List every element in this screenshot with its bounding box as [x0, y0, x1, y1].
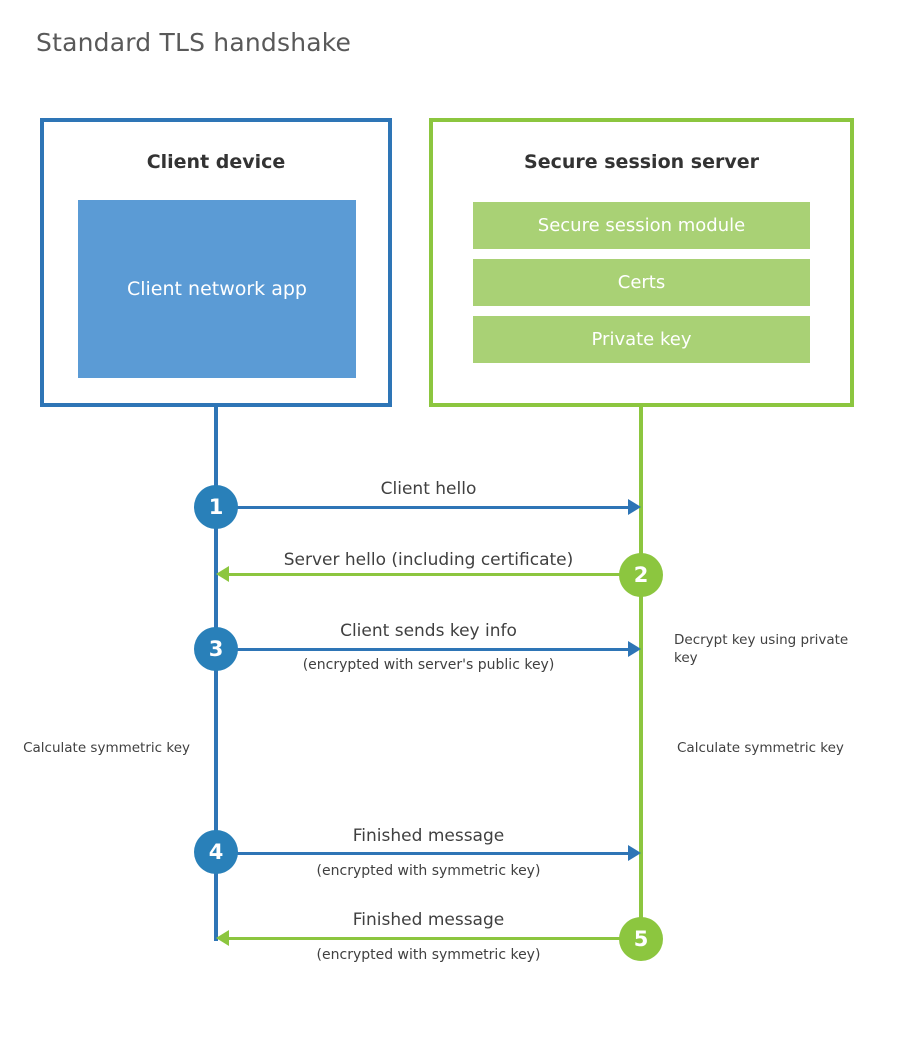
note-decrypt-key: Decrypt key using private key [674, 632, 849, 666]
client-network-app-box: Client network app [78, 200, 356, 378]
step-1-arrow-line [216, 506, 628, 509]
step-5-arrow-line [229, 937, 641, 940]
step-4-arrow-head-icon [628, 845, 641, 861]
note-calculate-symmetric-key-server: Calculate symmetric key [677, 740, 844, 756]
step-4-label: Finished message [352, 826, 505, 846]
client-device-box: Client device Client network app [40, 118, 392, 407]
step-3-arrow-line [216, 648, 628, 651]
step-marker-5[interactable]: 5 [619, 917, 663, 961]
step-2-label: Server hello (including certificate) [283, 550, 574, 570]
step-marker-2[interactable]: 2 [619, 553, 663, 597]
step-1-arrow-head-icon [628, 499, 641, 515]
server-module-secure-session-module: Secure session module [473, 202, 810, 249]
step-4-sublabel: (encrypted with symmetric key) [316, 863, 541, 879]
step-2-arrow-head-icon [216, 566, 229, 582]
client-lifeline [214, 404, 218, 941]
client-device-title: Client device [146, 151, 286, 173]
step-3-arrow-head-icon [628, 641, 641, 657]
server-lifeline [639, 404, 643, 941]
step-2-arrow-line [229, 573, 641, 576]
secure-session-server-title: Secure session server [524, 151, 759, 173]
step-4-arrow-line [216, 852, 628, 855]
note-calculate-symmetric-key-client: Calculate symmetric key [23, 740, 190, 756]
step-3-label: Client sends key info [340, 621, 517, 641]
step-1-label: Client hello [380, 479, 477, 499]
step-3-sublabel: (encrypted with server's public key) [302, 657, 555, 673]
server-module-private-key: Private key [473, 316, 810, 363]
server-module-certs: Certs [473, 259, 810, 306]
step-5-sublabel: (encrypted with symmetric key) [316, 947, 541, 963]
page-title: Standard TLS handshake [36, 28, 352, 57]
step-5-arrow-head-icon [216, 930, 229, 946]
step-5-label: Finished message [352, 910, 505, 930]
secure-session-server-box: Secure session server Secure session mod… [429, 118, 854, 407]
step-marker-1[interactable]: 1 [194, 485, 238, 529]
step-marker-4[interactable]: 4 [194, 830, 238, 874]
step-marker-3[interactable]: 3 [194, 627, 238, 671]
